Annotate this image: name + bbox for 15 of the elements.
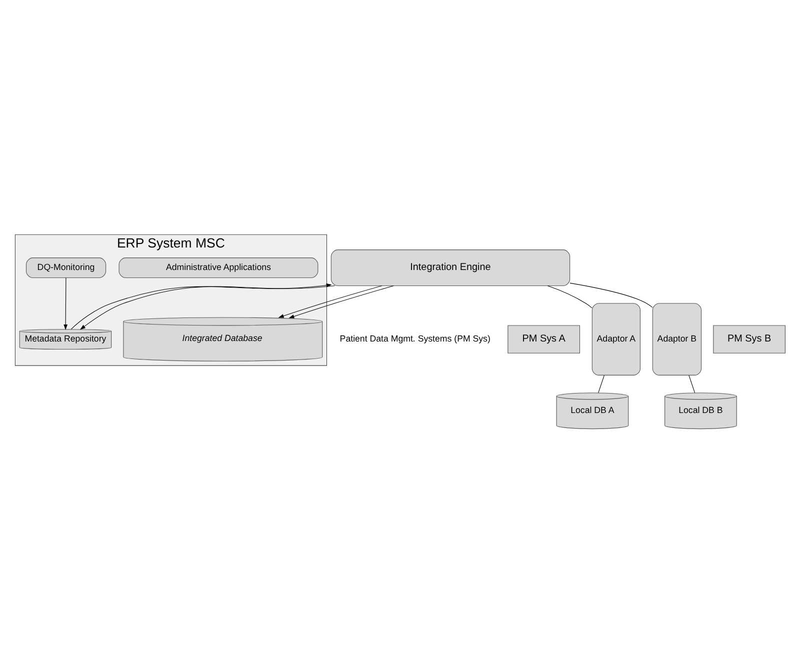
node-box: Adaptor A: [592, 302, 640, 375]
node-box: PM Sys A: [508, 324, 580, 353]
node-box: Integration Engine: [330, 249, 570, 286]
node-box: Administrative Applications: [118, 257, 318, 278]
connector: [598, 374, 605, 393]
connector: [570, 282, 653, 308]
node-box: PM Sys B: [713, 324, 786, 353]
connector: [547, 284, 592, 308]
label: Patient Data Mgmt. Systems (PM Sys): [340, 332, 490, 343]
connector: [688, 374, 696, 393]
node-box: Adaptor B: [652, 302, 702, 375]
arrow: [64, 277, 68, 330]
arrow: [288, 284, 394, 318]
node-box: DQ-Monitoring: [26, 257, 106, 278]
arrow: [278, 284, 382, 318]
